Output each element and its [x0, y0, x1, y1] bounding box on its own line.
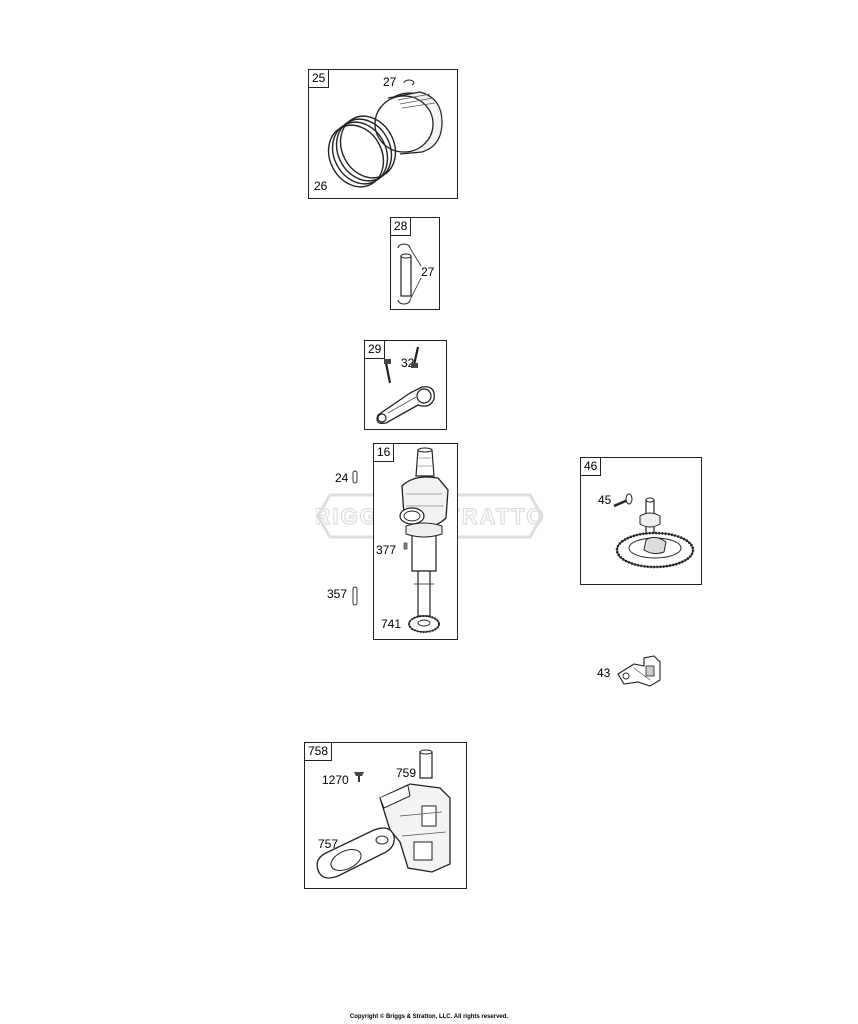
- wrist-pin-ref-tag[interactable]: 28: [391, 218, 412, 236]
- crank-pin-label[interactable]: 357: [327, 587, 348, 601]
- governor-drawing: [617, 655, 661, 687]
- breather-drawing: [316, 749, 451, 879]
- crank-key-label[interactable]: 24: [335, 471, 349, 485]
- crank-plug-label[interactable]: 377: [376, 543, 397, 557]
- piston-ref-tag[interactable]: 25: [309, 70, 330, 88]
- cam-pin-label[interactable]: 45: [598, 493, 612, 507]
- crankshaft-drawing: [399, 447, 449, 633]
- crank-gear-label[interactable]: 741: [381, 617, 402, 631]
- piston-drawing: [327, 79, 443, 188]
- wrist-pin-clips-label[interactable]: 27: [421, 265, 435, 279]
- key-drawing: [352, 470, 358, 484]
- copyright-footer: Copyright © Briggs & Stratton, LLC. All …: [349, 1014, 509, 1020]
- wrist-pin-group: 28: [390, 217, 440, 310]
- wrist-pin-drawing: [397, 243, 422, 305]
- breather-screw-label[interactable]: 1270: [322, 773, 349, 787]
- camshaft-drawing: [613, 493, 695, 569]
- pin-357-drawing: [352, 586, 358, 606]
- governor-label[interactable]: 43: [597, 666, 611, 680]
- camshaft-ref-tag[interactable]: 46: [581, 458, 602, 476]
- piston-clip-label[interactable]: 27: [383, 75, 397, 89]
- connecting-rod-drawing: [376, 346, 435, 424]
- breather-ref-tag[interactable]: 758: [305, 743, 333, 761]
- breather-plate-label[interactable]: 757: [318, 837, 339, 851]
- crankshaft-ref-tag[interactable]: 16: [374, 444, 395, 462]
- connecting-rod-ref-tag[interactable]: 29: [365, 341, 386, 359]
- piston-rings-label[interactable]: 26: [314, 179, 328, 193]
- breather-tube-label[interactable]: 759: [396, 766, 417, 780]
